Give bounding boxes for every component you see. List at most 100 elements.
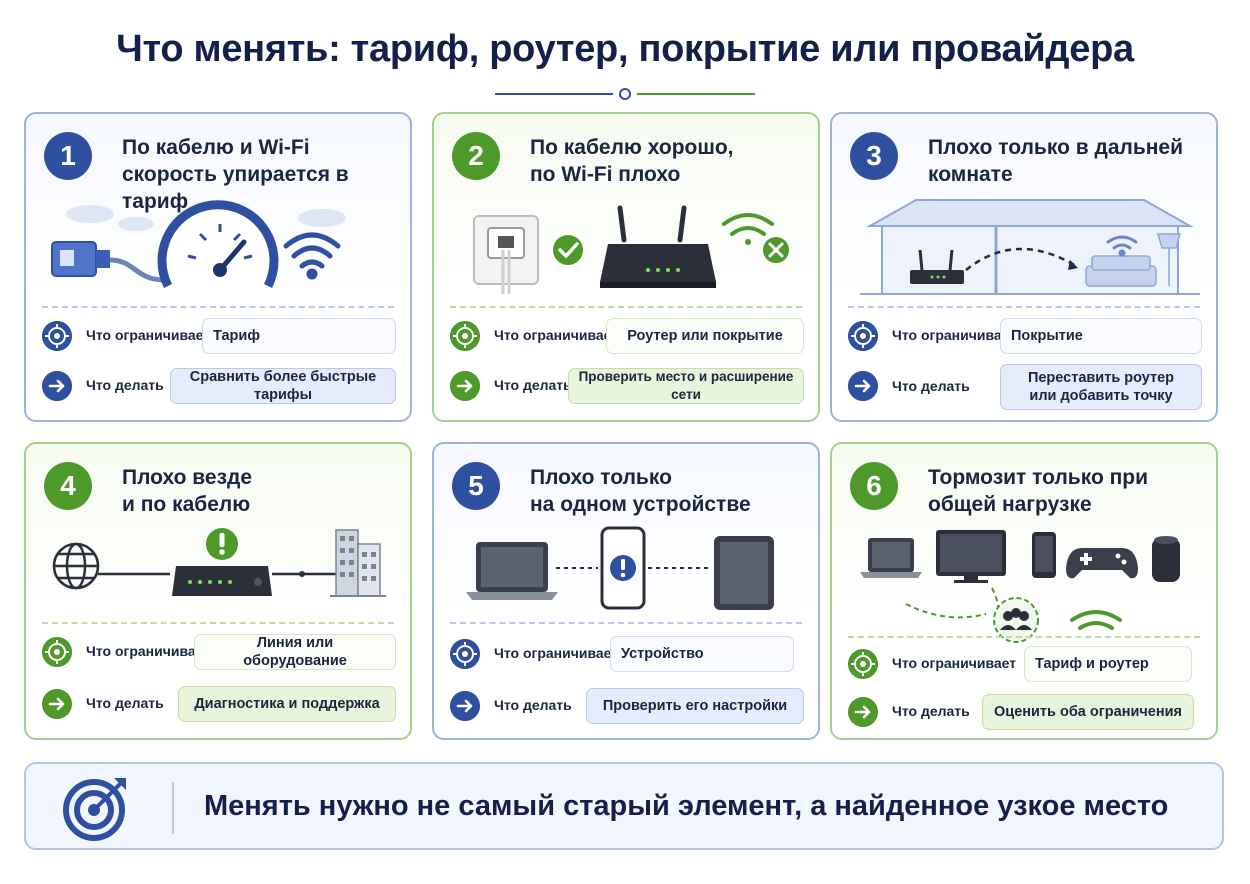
- action-value: Проверить место и расширение сети: [568, 368, 804, 404]
- gamepad-icon: [1066, 548, 1138, 579]
- limit-value: Покрытие: [1000, 318, 1202, 354]
- card-number: 1: [44, 132, 92, 180]
- target-small-icon: [450, 321, 480, 351]
- wifi-icon: [1070, 610, 1122, 630]
- action-label: Что делать: [892, 703, 970, 719]
- arrow-right-icon: [450, 691, 480, 721]
- card-number: 6: [850, 462, 898, 510]
- card-illustration: [466, 526, 774, 610]
- limit-row: Что ограничивает Тариф и роутер: [848, 644, 1202, 684]
- speaker-icon: [1152, 536, 1180, 582]
- card-illustration: [473, 205, 789, 294]
- action-row: Что делать Сравнить более быстрые тарифы: [42, 366, 396, 406]
- users-icon: [993, 597, 1039, 643]
- action-row: Что делать Оценить оба ограничения: [848, 692, 1202, 732]
- limit-label: Что ограничивает: [86, 327, 211, 343]
- limit-value: Устройство: [610, 636, 794, 672]
- arrow-right-icon: [848, 697, 878, 727]
- card-number: 2: [452, 132, 500, 180]
- divider: [42, 622, 394, 624]
- card-illustration: [52, 528, 386, 597]
- laptop-icon: [860, 538, 922, 578]
- arrow-right-icon: [42, 371, 72, 401]
- modem-icon: [172, 566, 272, 596]
- footer-separator: [172, 782, 174, 834]
- alert-icon: [206, 528, 238, 560]
- divider: [42, 306, 394, 308]
- limit-value: Тариф: [202, 318, 396, 354]
- arrow-right-icon: [848, 371, 878, 401]
- title-divider: [495, 88, 755, 100]
- wifi-icon: [1106, 235, 1138, 257]
- card-number: 3: [850, 132, 898, 180]
- card-number: 4: [44, 462, 92, 510]
- limit-label: Что ограничивает: [86, 643, 211, 659]
- limit-row: Что ограничивает Покрытие: [848, 316, 1202, 356]
- globe-icon: [52, 542, 100, 590]
- action-row: Что делать Проверить место и расширение …: [450, 366, 804, 406]
- divider: [450, 622, 802, 624]
- target-small-icon: [450, 639, 480, 669]
- tv-icon: [936, 530, 1006, 583]
- limit-row: Что ограничивает Устройство: [450, 634, 804, 674]
- wifi-icon: [283, 232, 341, 280]
- action-label: Что делать: [494, 377, 572, 393]
- action-value: Оценить оба ограничения: [982, 694, 1194, 730]
- ethernet-cable-icon: [51, 241, 166, 283]
- divider: [450, 306, 802, 308]
- limit-value: Роутер или покрытие: [606, 318, 804, 354]
- card-illustration: [860, 199, 1200, 295]
- router-icon: [600, 205, 716, 288]
- divider: [848, 636, 1200, 638]
- building-icon: [330, 529, 386, 597]
- footer-banner: Менять нужно не самый старый элемент, а …: [24, 762, 1224, 850]
- laptop-icon: [466, 542, 558, 600]
- phone-icon: [1032, 532, 1056, 578]
- action-label: Что делать: [86, 377, 164, 393]
- arrow-right-icon: [450, 371, 480, 401]
- limit-value: Тариф и роутер: [1024, 646, 1192, 682]
- action-label: Что делать: [892, 378, 970, 394]
- target-small-icon: [42, 637, 72, 667]
- card-illustration: [51, 200, 346, 289]
- router-icon: [910, 249, 964, 284]
- action-value: Сравнить более быстрые тарифы: [170, 368, 396, 404]
- limit-label: Что ограничивает: [494, 327, 619, 343]
- target-small-icon: [42, 321, 72, 351]
- limit-row: Что ограничивает Роутер или покрытие: [450, 316, 804, 356]
- action-label: Что делать: [86, 695, 164, 711]
- page-title: Что менять: тариф, роутер, покрытие или …: [116, 28, 1134, 70]
- phone-alert-icon: [600, 526, 646, 610]
- speedometer-icon: [157, 200, 279, 289]
- action-value: Проверить его настройки: [586, 688, 804, 724]
- card-illustration: [860, 530, 1180, 643]
- lamp-icon: [1157, 233, 1181, 286]
- wifi-error-icon: [722, 213, 789, 263]
- divider: [848, 306, 1200, 308]
- limit-label: Что ограничивает: [494, 645, 619, 661]
- action-value: Диагностика и поддержка: [178, 686, 396, 722]
- wall-socket-icon: [473, 215, 539, 294]
- target-small-icon: [848, 321, 878, 351]
- action-label: Что делать: [494, 697, 572, 713]
- limit-row: Что ограничивает Тариф: [42, 316, 396, 356]
- card-number: 5: [452, 462, 500, 510]
- check-icon: [553, 235, 583, 265]
- sofa-icon: [1085, 255, 1157, 287]
- limit-value: Линия или оборудование: [194, 634, 396, 670]
- target-small-icon: [848, 649, 878, 679]
- limit-label: Что ограничивает: [892, 655, 1017, 671]
- limit-row: Что ограничивает Линия или оборудование: [42, 632, 396, 672]
